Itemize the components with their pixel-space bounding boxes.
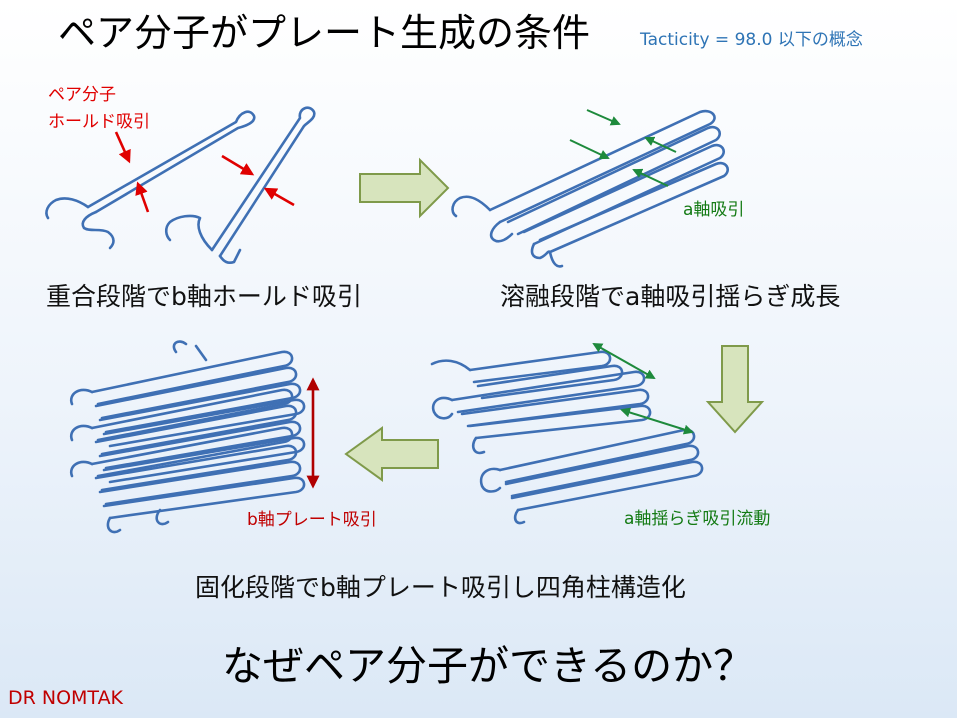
chain-2-top	[210, 106, 316, 258]
green-double-arrow-1	[592, 343, 656, 379]
stage1-caption: 重合段階でb軸ホールド吸引	[46, 282, 362, 311]
stage2-green-arrows	[569, 109, 677, 187]
green-double-arrow-2	[620, 407, 694, 435]
stage2-fibers	[451, 109, 729, 268]
pair-hold-label-line2: ホールド吸引	[48, 112, 150, 132]
green-arrow-2	[569, 139, 610, 160]
red-arrow-chain1	[135, 181, 150, 213]
red-arrow-chain2-in	[221, 154, 255, 176]
green-arrow-1	[586, 109, 621, 126]
pair-hold-label-line1: ペア分子	[48, 85, 116, 105]
red-arrow-chain2-out	[263, 187, 295, 207]
stage2-caption: 溶融段階でa軸吸引揺らぎ成長	[500, 282, 841, 311]
block-arrow-left	[344, 426, 439, 482]
chain-2-tail	[164, 214, 214, 252]
a-axis-attraction-label: a軸吸引	[683, 200, 745, 220]
red-arrow-pair-label	[114, 131, 131, 164]
stage1-red-arrows	[114, 131, 295, 213]
chain-1-bottom	[81, 210, 115, 250]
pair-hold-label: ペア分子 ホールド吸引	[48, 82, 150, 136]
b-axis-plate-label: b軸プレート吸引	[247, 510, 377, 530]
stage1-fibers	[45, 106, 316, 265]
slide-title: ペア分子がプレート生成の条件	[58, 11, 591, 55]
stage3-green-arrows	[592, 343, 694, 435]
a-axis-flow-label: a軸揺らぎ吸引流動	[624, 509, 771, 529]
stage3-fibers	[430, 350, 704, 525]
author-credit: DR NOMTAK	[8, 687, 124, 709]
chain-1-top	[86, 110, 256, 214]
chain-2-loop	[218, 248, 242, 265]
green-arrow-4	[632, 168, 669, 187]
tacticity-note: Tacticity = 98.0 以下の概念	[640, 30, 863, 50]
block-arrow-down	[705, 345, 765, 434]
stage4-fibers	[69, 340, 306, 534]
block-arrow-right	[359, 157, 450, 219]
chain-1-tail	[45, 197, 90, 220]
stage3-caption: 固化段階でb軸プレート吸引し四角柱構造化	[195, 573, 686, 602]
green-arrow-3	[644, 136, 677, 153]
question-heading: なぜペア分子ができるのか？	[222, 642, 755, 690]
